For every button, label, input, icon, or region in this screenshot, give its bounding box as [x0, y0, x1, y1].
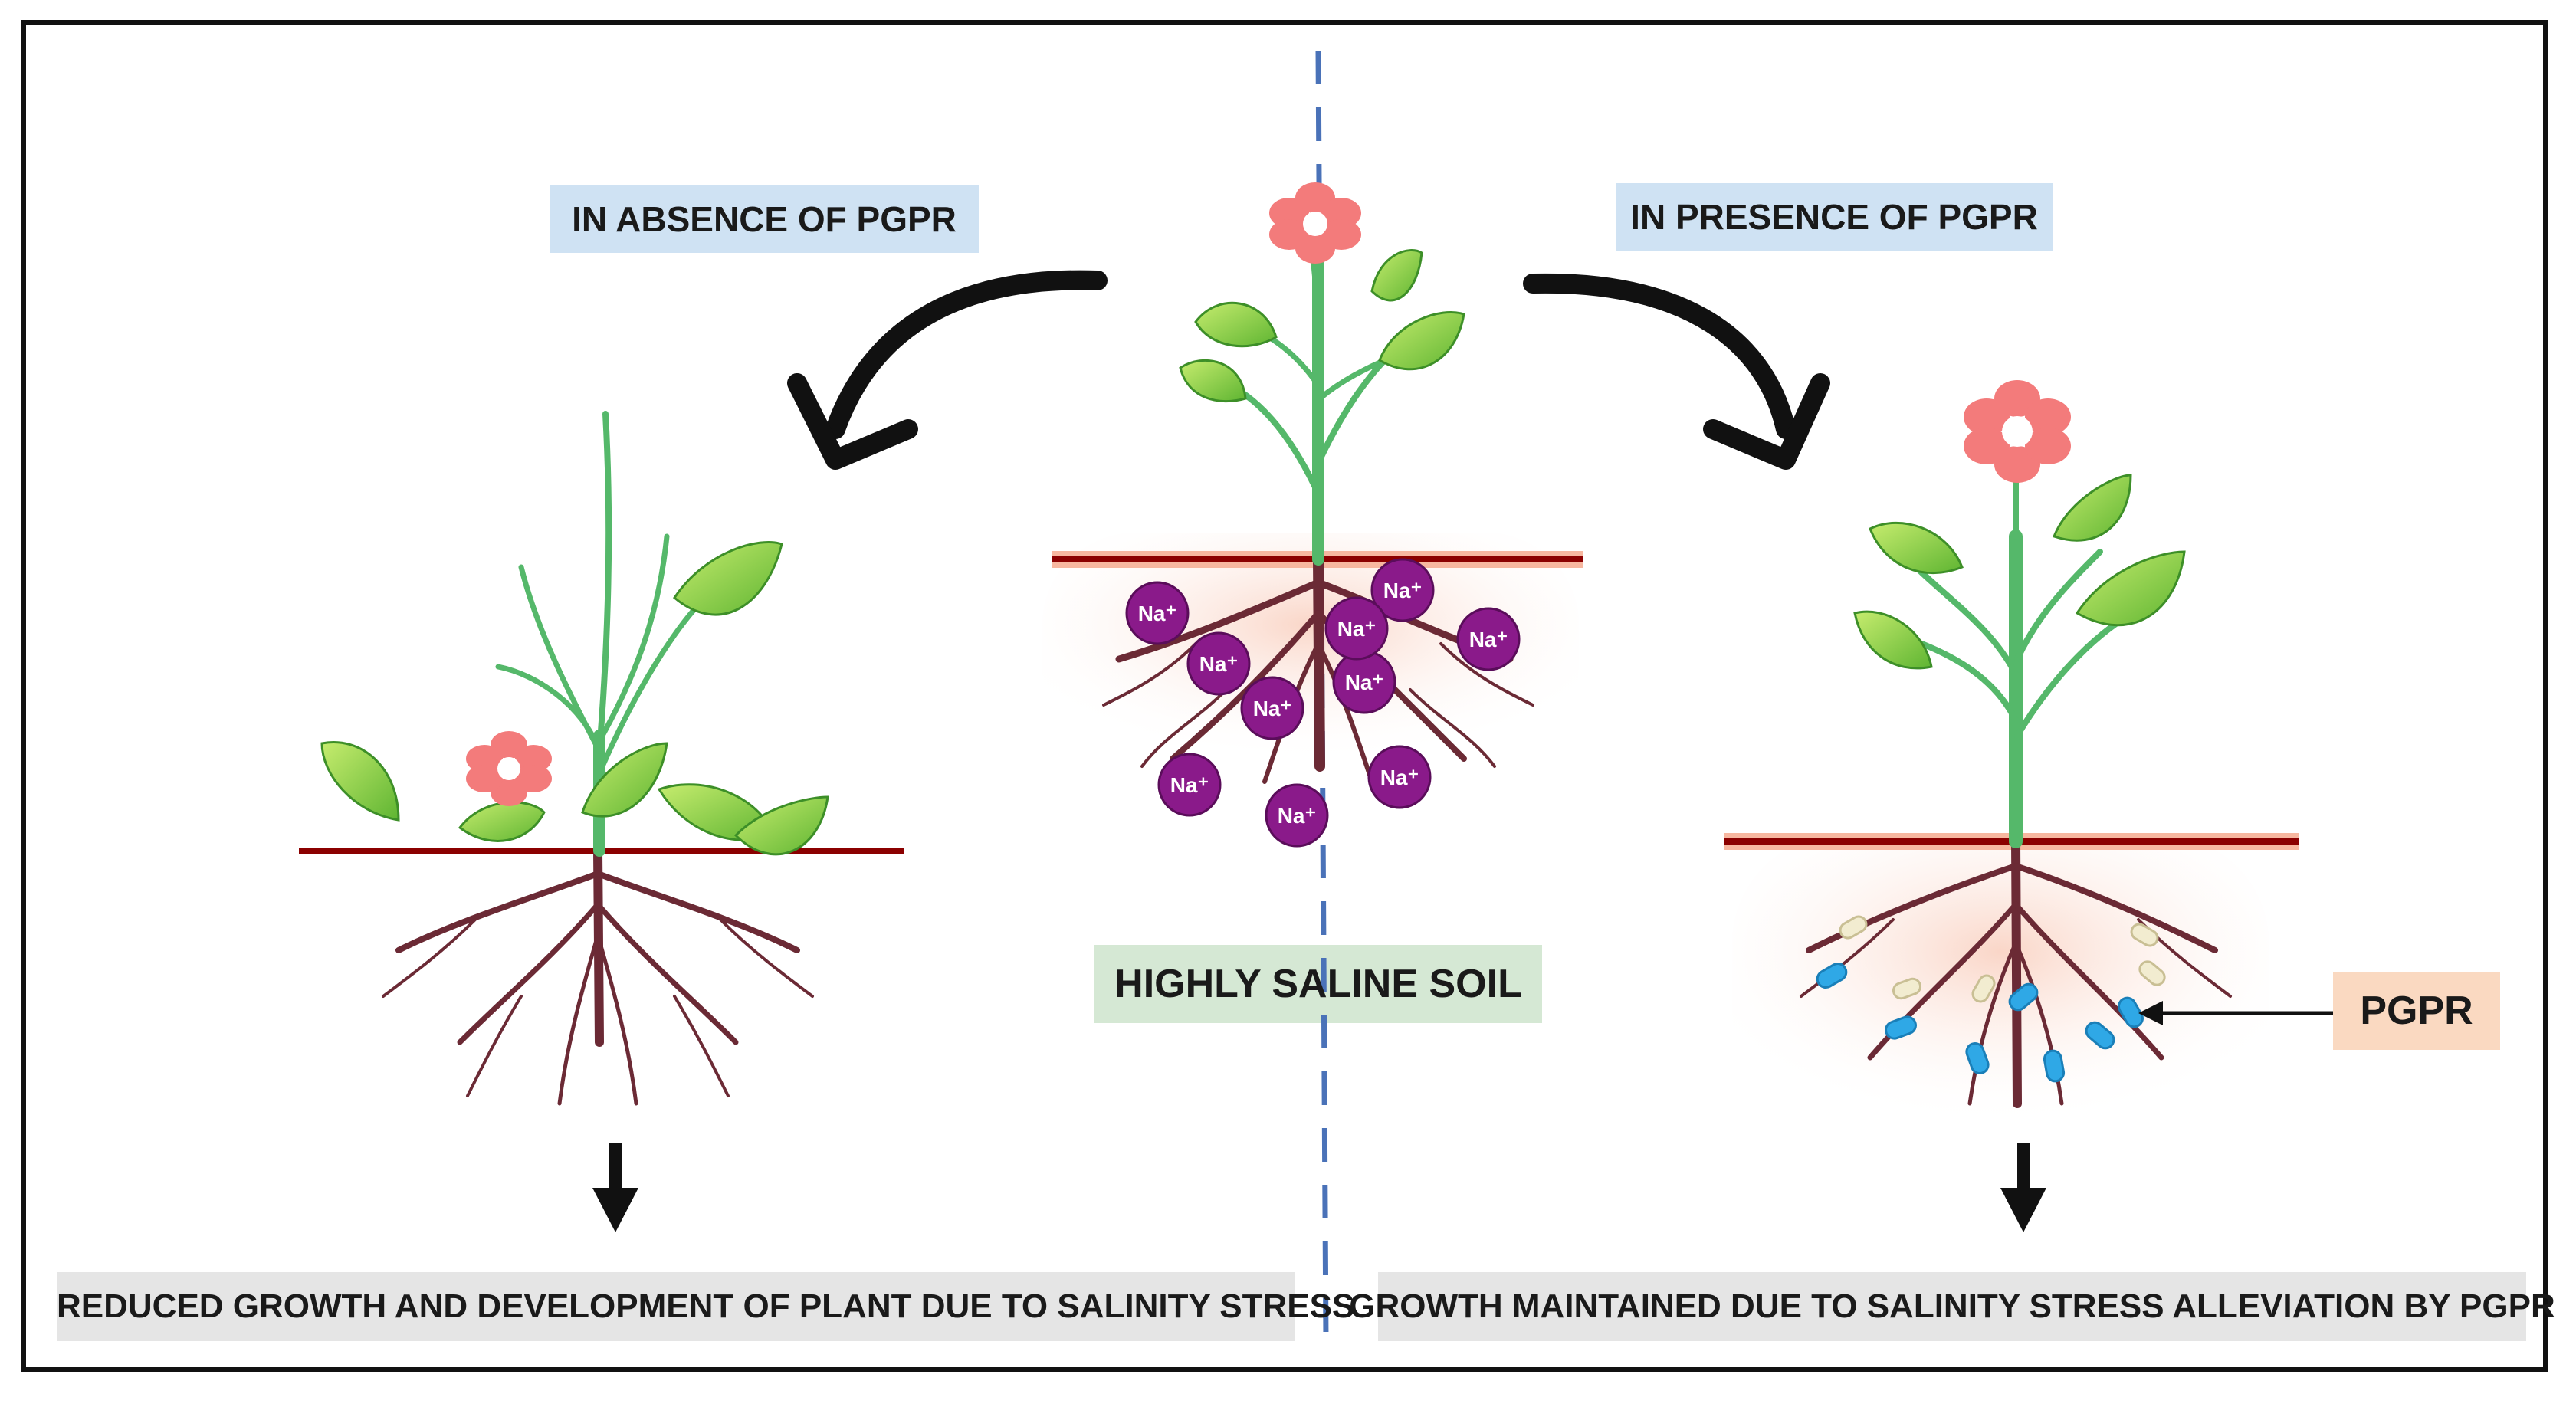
- sodium-ion-label: Na⁺: [1345, 671, 1384, 694]
- sodium-ion-label: Na⁺: [1253, 697, 1292, 720]
- curved-arrow-right-icon: [1523, 273, 1830, 470]
- pgpr-label: PGPR: [2360, 989, 2473, 1033]
- sodium-ion-label: Na⁺: [1469, 628, 1508, 651]
- sodium-ion-label: Na⁺: [1337, 617, 1377, 641]
- sodium-ion: [1367, 745, 1432, 809]
- left-flower: [466, 731, 552, 806]
- center-plant: [1042, 182, 1583, 784]
- growth-maintained-label-box: [1378, 1272, 2526, 1341]
- sodium-ion-label: Na⁺: [1380, 766, 1419, 789]
- absence-label-box: [550, 185, 979, 253]
- reduced-growth-label-box: [57, 1272, 1295, 1341]
- bacteria-icon: [1816, 915, 2166, 1083]
- sodium-ion: [1370, 558, 1435, 622]
- growth-maintained-label: GROWTH MAINTAINED DUE TO SALINITY STRESS…: [1349, 1287, 2555, 1325]
- sodium-ion-label: Na⁺: [1383, 579, 1423, 602]
- down-arrow-icon: [592, 1143, 638, 1232]
- curved-arrow-left-icon: [787, 270, 1108, 470]
- sodium-ion: [1456, 607, 1521, 671]
- sodium-ion: [1240, 676, 1304, 740]
- sodium-ion: [1157, 753, 1222, 817]
- pgpr-label-box: [2333, 972, 2500, 1050]
- right-flower: [1964, 380, 2071, 483]
- sodium-ion: [1125, 581, 1190, 645]
- sodium-ion: [1265, 783, 1329, 848]
- saline-soil-label: HIGHLY SALINE SOIL: [1114, 962, 1522, 1006]
- presence-label-box: [1616, 183, 2053, 251]
- absence-label: IN ABSENCE OF PGPR: [572, 199, 957, 239]
- sodium-ion-label: Na⁺: [1138, 602, 1177, 625]
- saline-soil-label-box: [1094, 945, 1542, 1023]
- sodium-ion-label: Na⁺: [1278, 804, 1317, 828]
- sodium-ion: [1186, 631, 1251, 696]
- pgpr-pointer-arrow: [2138, 1001, 2333, 1025]
- sodium-ion-label: Na⁺: [1199, 652, 1239, 676]
- sodium-ion-label: Na⁺: [1170, 773, 1209, 797]
- reduced-growth-label: REDUCED GROWTH AND DEVELOPMENT OF PLANT …: [57, 1287, 1355, 1325]
- left-plant: [299, 411, 904, 1106]
- sodium-ions: Na⁺ Na⁺ Na⁺ Na⁺ Na⁺ Na⁺ Na⁺ Na⁺ Na⁺ Na⁺: [1125, 558, 1521, 848]
- sodium-ion: [1324, 596, 1389, 661]
- presence-label: IN PRESENCE OF PGPR: [1630, 197, 2038, 237]
- down-arrow-icon: [2000, 1143, 2046, 1232]
- right-plant: [1724, 380, 2299, 1127]
- center-flower: [1269, 182, 1361, 264]
